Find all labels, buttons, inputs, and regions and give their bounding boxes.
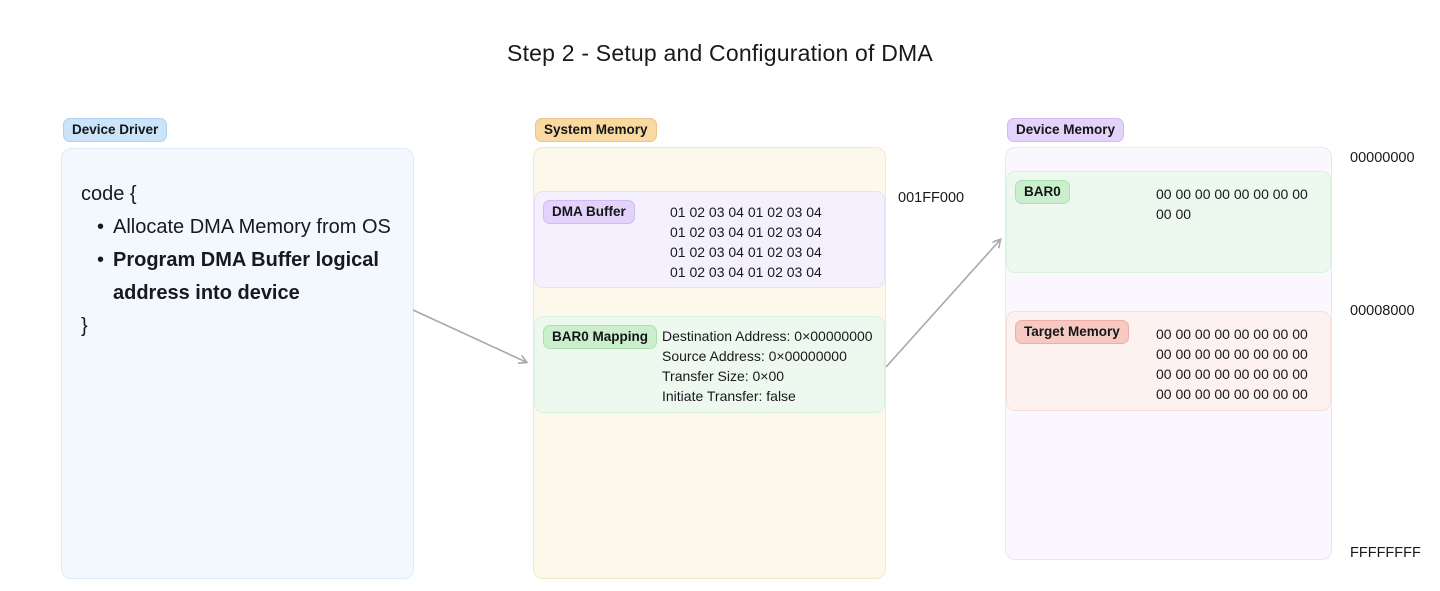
page-title: Step 2 - Setup and Configuration of DMA xyxy=(507,40,933,66)
code-item-text: Allocate DMA Memory from OS xyxy=(113,216,391,238)
code-close: } xyxy=(81,315,88,337)
config-line: Initiate Transfer: false xyxy=(662,388,796,404)
hex-line: 01 02 03 04 01 02 03 04 xyxy=(670,244,822,260)
address-label: FFFFFFFF xyxy=(1350,545,1421,561)
dma-buffer-box: DMA Buffer 01 02 03 04 01 02 03 04 01 02… xyxy=(534,191,885,288)
code-item: • Program DMA Buffer logical address int… xyxy=(81,244,393,310)
system-memory-panel: DMA Buffer 01 02 03 04 01 02 03 04 01 02… xyxy=(533,147,886,579)
device-memory-badge: Device Memory xyxy=(1007,118,1125,142)
arrow-driver-to-bar0-mapping xyxy=(412,309,526,362)
config-line: Transfer Size: 0×00 xyxy=(662,368,785,384)
hex-line: 00 00 00 00 00 00 00 00 xyxy=(1156,346,1308,362)
bar0-mapping-box: BAR0 Mapping Destination Address: 0×0000… xyxy=(534,316,885,413)
code-list: • Allocate DMA Memory from OS • Program … xyxy=(81,211,393,310)
code-item-text: Program DMA Buffer logical address into … xyxy=(113,249,379,304)
address-label: 00000000 xyxy=(1350,150,1415,166)
bar0-mapping-badge: BAR0 Mapping xyxy=(543,325,657,349)
device-driver-badge: Device Driver xyxy=(63,118,168,142)
bar0-box: BAR0 00 00 00 00 00 00 00 00 00 00 xyxy=(1006,171,1331,273)
hex-line: 01 02 03 04 01 02 03 04 xyxy=(670,224,822,240)
hex-line: 00 00 00 00 00 00 00 00 xyxy=(1156,386,1308,402)
target-memory-box: Target Memory 00 00 00 00 00 00 00 00 00… xyxy=(1006,311,1331,411)
address-label: 001FF000 xyxy=(898,190,965,206)
hex-line: 00 00 00 00 00 00 00 00 xyxy=(1156,186,1308,202)
bullet-icon: • xyxy=(97,249,105,271)
system-memory-badge: System Memory xyxy=(535,118,657,142)
config-line: Destination Address: 0×00000000 xyxy=(662,328,873,344)
dma-buffer-hex: 01 02 03 04 01 02 03 04 01 02 03 04 01 0… xyxy=(670,202,822,282)
hex-line: 01 02 03 04 01 02 03 04 xyxy=(670,264,822,280)
bullet-icon: • xyxy=(97,216,105,238)
bar0-badge: BAR0 xyxy=(1015,180,1070,204)
hex-line: 00 00 00 00 00 00 00 00 xyxy=(1156,326,1308,342)
code-item: • Allocate DMA Memory from OS xyxy=(81,211,393,244)
device-memory-panel: BAR0 00 00 00 00 00 00 00 00 00 00 Targe… xyxy=(1005,147,1332,560)
bar0-mapping-fields: Destination Address: 0×00000000 Source A… xyxy=(662,326,873,406)
config-line: Source Address: 0×00000000 xyxy=(662,348,847,364)
hex-line: 00 00 xyxy=(1156,206,1192,222)
target-memory-badge: Target Memory xyxy=(1015,320,1129,344)
arrow-bar0-mapping-to-bar0 xyxy=(885,240,1000,368)
device-driver-panel: code { • Allocate DMA Memory from OS • P… xyxy=(61,148,414,579)
bar0-hex: 00 00 00 00 00 00 00 00 00 00 xyxy=(1156,184,1324,224)
address-label: 00008000 xyxy=(1350,303,1415,319)
code-open: code { xyxy=(81,183,137,205)
target-memory-hex: 00 00 00 00 00 00 00 00 00 00 00 00 00 0… xyxy=(1156,324,1308,404)
code-block: code { • Allocate DMA Memory from OS • P… xyxy=(81,178,393,343)
hex-line: 00 00 00 00 00 00 00 00 xyxy=(1156,366,1308,382)
hex-line: 01 02 03 04 01 02 03 04 xyxy=(670,204,822,220)
dma-buffer-badge: DMA Buffer xyxy=(543,200,635,224)
